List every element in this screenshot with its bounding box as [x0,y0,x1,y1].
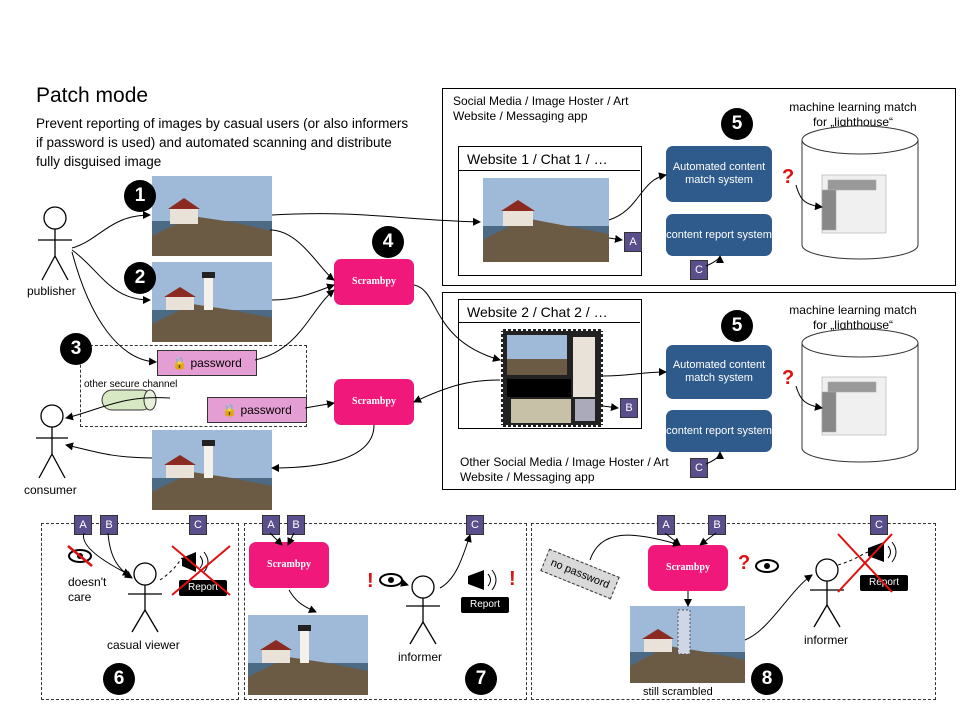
secure-channel-area [80,345,307,427]
scenario8-panel [531,523,936,700]
photo-consumer-result [152,430,272,510]
ml-database-top [801,125,919,260]
tag-a-scenario6[interactable]: A [74,515,92,535]
consumer-label: consumer [24,483,77,497]
step-5b-badge: 5 [721,310,753,342]
photo-scrambled [501,329,603,427]
scrambpy-encrypt-button[interactable]: Scrambpy [334,259,414,305]
still-scrambled-label: still scrambled [643,686,713,698]
megaphone-crossed-icon-8 [837,533,897,593]
eye-icon-8 [755,559,779,573]
exclamation-7b: ! [509,568,516,590]
step-7-badge: 7 [465,663,497,695]
dashed-report-links [159,551,869,581]
tag-c-bottom[interactable]: C [690,458,708,478]
report-system-bottom: content report system [666,410,772,452]
scrambpy-scenario7-button[interactable]: Scrambpy [249,542,329,588]
informer-figure-7 [406,575,440,645]
informer-label-7: informer [398,650,443,664]
tag-c-scenario8[interactable]: C [870,515,888,535]
report-button-6[interactable]: Report [179,580,227,596]
report-system-top: content report system [666,214,772,256]
password-field-1[interactable]: 🔒 password [157,350,257,376]
website1-underline [458,170,640,171]
tag-b-scenario6[interactable]: B [100,515,118,535]
automated-match-top: Automated content match system [666,146,772,202]
scenario7-panel [244,523,527,700]
tag-c-scenario7[interactable]: C [466,515,484,535]
step-3-badge: 3 [60,333,92,365]
password-label-2: password [240,403,292,417]
tag-a-website1[interactable]: A [624,232,642,252]
ml-label-bottom: machine learning match for „lighthouse“ [789,303,917,332]
step-4-badge: 4 [372,226,404,258]
consumer-figure [36,404,68,479]
eye-crossed-icon-6 [67,545,93,567]
flow-arrows [65,172,823,641]
megaphone-crossed-icon-6 [171,545,231,596]
photo-website1 [483,178,609,262]
scenario6-panel [41,523,239,700]
photo-scenario8 [630,606,745,683]
scrambpy-decrypt-button[interactable]: Scrambpy [334,379,414,425]
top-platform-header: Social Media / Image Hoster / Art Websit… [453,94,629,123]
step-1-badge: 1 [124,180,156,212]
question-mark-8: ? [738,552,751,574]
bottom-platform-footer: Other Social Media / Image Hoster / Art … [460,455,669,484]
step-2-badge: 2 [124,262,156,294]
website2-title: Website 2 / Chat 2 / … [467,304,608,320]
question-mark-top: ? [782,166,795,188]
tag-c-scenario6[interactable]: C [189,515,207,535]
photo-scenario7 [248,615,368,695]
step-5a-badge: 5 [721,108,753,140]
publisher-label: publisher [27,284,76,298]
scrambpy-scenario8-button[interactable]: Scrambpy [648,545,728,591]
tag-a-scenario8[interactable]: A [657,515,675,535]
informer-figure-8 [810,558,844,628]
tag-b-scenario8[interactable]: B [708,515,726,535]
tag-c-top[interactable]: C [690,260,708,280]
website2-underline [458,322,640,323]
exclamation-7a: ! [367,570,374,592]
step-8-badge: 8 [751,663,783,695]
photo-house-1 [152,176,272,256]
ml-label-top: machine learning match for „lighthouse“ [789,100,917,129]
other-secure-channel-label: other secure channel [84,379,178,390]
tag-b-website2[interactable]: B [620,398,638,418]
publisher-figure [38,206,72,281]
automated-match-bottom: Automated content match system [666,345,772,399]
eye-icon-7 [379,573,403,587]
megaphone-icon-7 [468,569,497,591]
password-field-2[interactable]: 🔒 password [207,397,307,423]
tag-b-scenario7[interactable]: B [287,515,305,535]
photo-lighthouse-2 [152,262,272,342]
informer-label-8: informer [804,633,849,647]
question-mark-bottom: ? [782,367,795,389]
doesnt-care-label: doesn't care [68,575,107,604]
report-button-7[interactable]: Report [461,597,509,613]
casual-viewer-figure [128,562,162,633]
ml-database-bottom [801,328,919,463]
casual-viewer-label: casual viewer [107,638,180,652]
step-6-badge: 6 [103,663,135,695]
page-title: Patch mode [36,84,149,107]
website1-title: Website 1 / Chat 1 / … [467,151,608,167]
page-subtitle: Prevent reporting of images by casual us… [36,116,409,169]
password-label-1: password [190,356,242,370]
